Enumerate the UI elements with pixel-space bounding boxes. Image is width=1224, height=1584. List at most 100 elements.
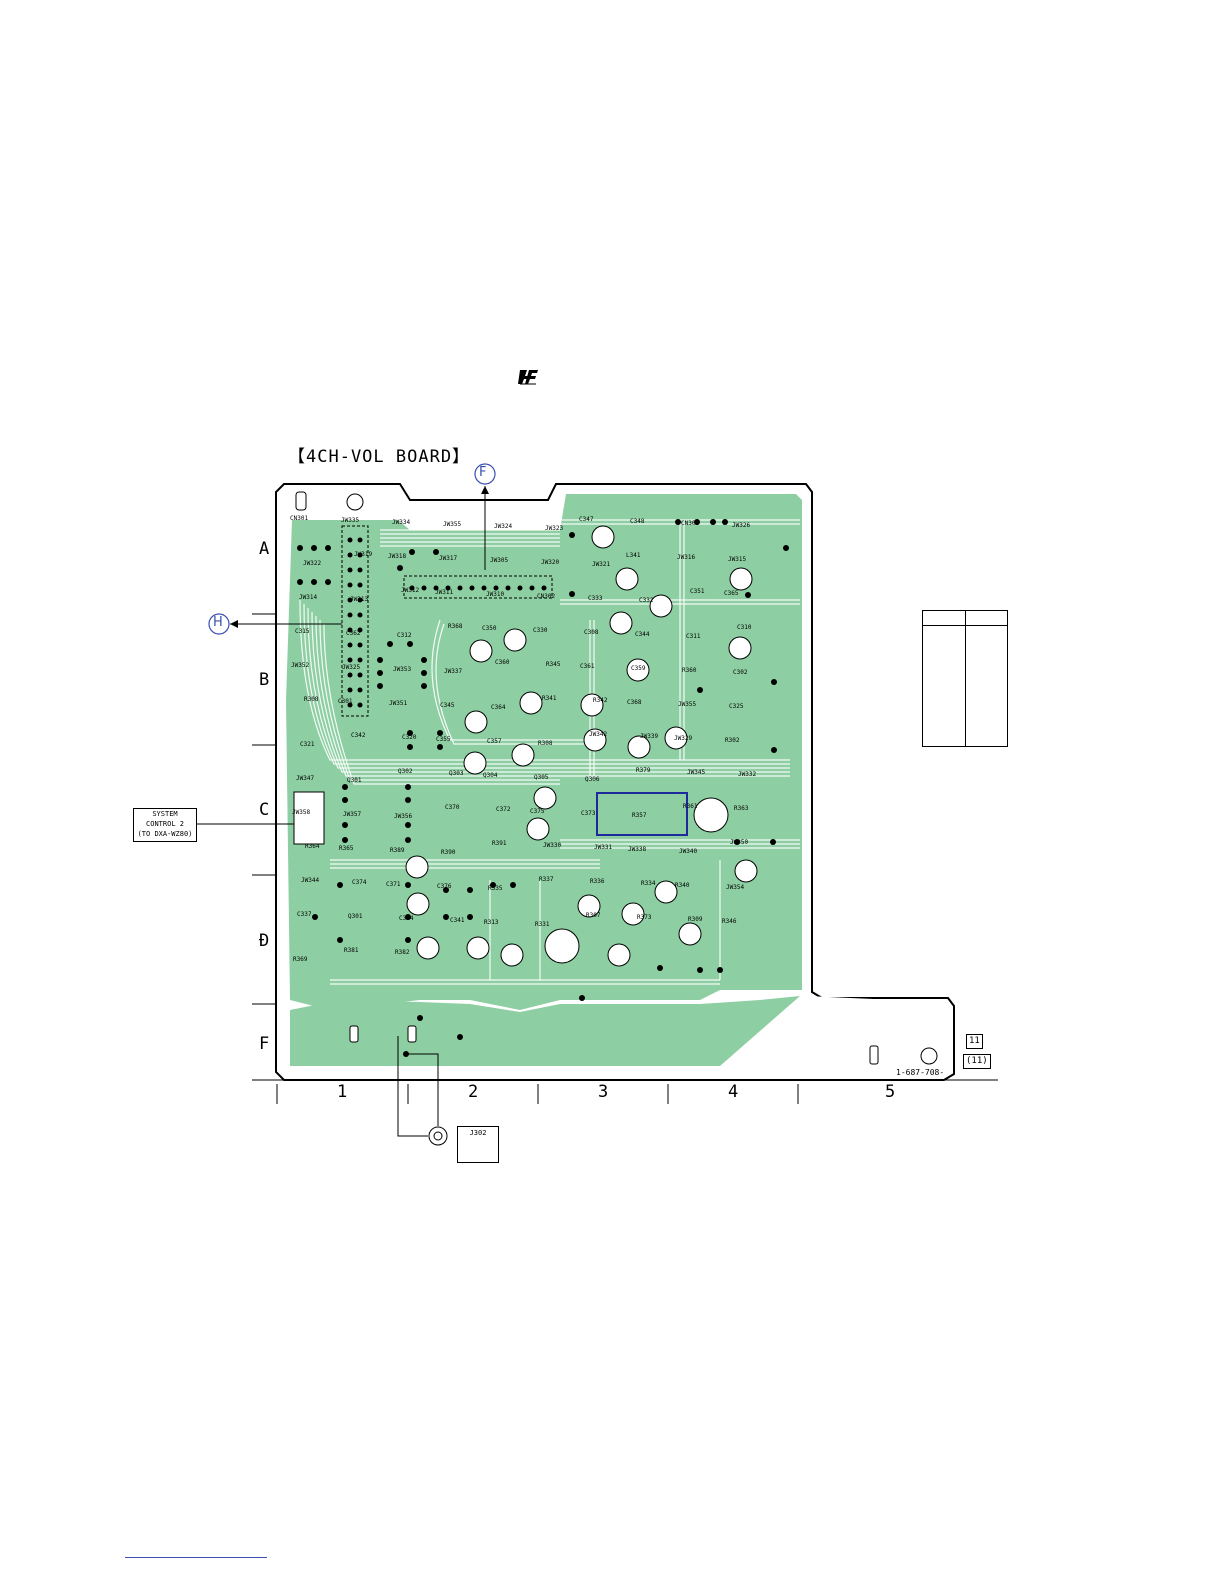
component-label: C320 — [402, 734, 417, 741]
component-label: JW311 — [435, 589, 453, 596]
component-label: R365 — [339, 845, 354, 852]
component-label: JW358 — [292, 809, 310, 816]
system-control-line-3: (TO DXA-WZ80) — [137, 830, 193, 838]
component-label: C374 — [352, 879, 367, 886]
component-label: R331 — [535, 921, 550, 928]
component-label: JW355 — [678, 701, 696, 708]
j302-jack: J302 — [457, 1126, 499, 1163]
copper-pour-right — [806, 996, 946, 1070]
component-label: Q306 — [585, 776, 600, 783]
component-label: Q303 — [449, 770, 464, 777]
component-label: C310 — [737, 624, 752, 631]
component-label: CN303 — [681, 520, 699, 527]
component-label: JW345 — [687, 769, 705, 776]
component-label: JW317 — [439, 555, 457, 562]
component-label: R309 — [688, 916, 703, 923]
component-label: JW305 — [490, 557, 508, 564]
component-label: C355 — [436, 736, 451, 743]
component-label: C315 — [295, 628, 310, 635]
component-label: JW356 — [394, 813, 412, 820]
component-label: R391 — [492, 840, 507, 847]
component-label: CN302 — [537, 593, 555, 600]
system-control-line-2: CONTROL 2 — [146, 820, 184, 828]
legend-table — [922, 610, 1008, 747]
component-label: R342 — [593, 697, 608, 704]
component-label: R334 — [641, 880, 656, 887]
component-label: C333 — [588, 595, 603, 602]
j302-label: J302 — [469, 1129, 487, 1137]
component-label: JW321 — [592, 561, 610, 568]
component-label: C375 — [530, 808, 545, 815]
copper-pour-lower — [290, 996, 800, 1066]
component-label: R308 — [538, 740, 553, 747]
component-label: JW322 — [303, 560, 321, 567]
component-label: R335 — [488, 885, 503, 892]
component-label: C324 — [399, 915, 414, 922]
row-label-f: F — [259, 1034, 270, 1054]
component-label: JW312 — [401, 587, 419, 594]
brand-logo-icon — [517, 368, 539, 390]
cn301-connector — [341, 525, 369, 717]
f-marker-label: F — [479, 465, 487, 480]
component-label: C361 — [580, 663, 595, 670]
component-label: JW314 — [299, 594, 317, 601]
component-label: JW324 — [494, 523, 512, 530]
component-label: R368 — [448, 623, 463, 630]
component-label: R302 — [725, 737, 740, 744]
component-label: JW326 — [732, 522, 750, 529]
component-label: JW310 — [486, 591, 504, 598]
footer-rule — [125, 1557, 267, 1558]
component-label: Q301 — [347, 777, 362, 784]
system-control-line-1: SYSTEM — [152, 810, 178, 818]
component-label: JW351 — [389, 700, 407, 707]
component-label: C371 — [386, 881, 401, 888]
component-label: C344 — [635, 631, 650, 638]
component-label: JW329 — [674, 735, 692, 742]
component-label: JW331 — [594, 844, 612, 851]
component-label: R360 — [682, 667, 697, 674]
ic-highlight — [596, 792, 688, 836]
col-label-3: 3 — [598, 1082, 609, 1102]
component-label: R390 — [441, 849, 456, 856]
row-label-d: Đ — [259, 931, 270, 951]
component-label: R336 — [590, 878, 605, 885]
component-label: C341 — [450, 917, 465, 924]
component-label: JW335 — [341, 517, 359, 524]
component-label: JW344 — [301, 877, 319, 884]
h-marker — [208, 613, 230, 635]
component-label: R364 — [305, 843, 320, 850]
component-label: R381 — [344, 947, 359, 954]
component-label: C348 — [630, 518, 645, 525]
component-label: C373 — [581, 810, 596, 817]
component-label: R340 — [675, 882, 690, 889]
component-label: JW332 — [738, 771, 756, 778]
component-label: JW347 — [296, 775, 314, 782]
component-label: C312 — [397, 632, 412, 639]
component-label: R382 — [395, 949, 410, 956]
component-label: JW350 — [730, 839, 748, 846]
component-label: C357 — [487, 738, 502, 745]
component-label: C325 — [729, 703, 744, 710]
component-label: C332 — [639, 597, 654, 604]
col-label-1: 1 — [337, 1082, 348, 1102]
component-label: C365 — [724, 590, 739, 597]
component-label: JW320 — [541, 559, 559, 566]
page-ref-bottom: (11) — [963, 1054, 991, 1069]
component-label: C311 — [686, 633, 701, 640]
component-label: JW323 — [545, 525, 563, 532]
component-label: JW338 — [628, 846, 646, 853]
h-marker-label: H — [213, 615, 223, 630]
component-label: JW337 — [444, 668, 462, 675]
component-label: C301 — [338, 698, 353, 705]
component-label: C302 — [733, 669, 748, 676]
component-label: JW339 — [640, 733, 658, 740]
component-label: R389 — [390, 847, 405, 854]
component-label: C360 — [495, 659, 510, 666]
component-label: R313 — [484, 919, 499, 926]
component-label: R369 — [293, 956, 308, 963]
component-label: C337 — [297, 911, 312, 918]
component-label: Q304 — [483, 772, 498, 779]
component-label: R346 — [722, 918, 737, 925]
